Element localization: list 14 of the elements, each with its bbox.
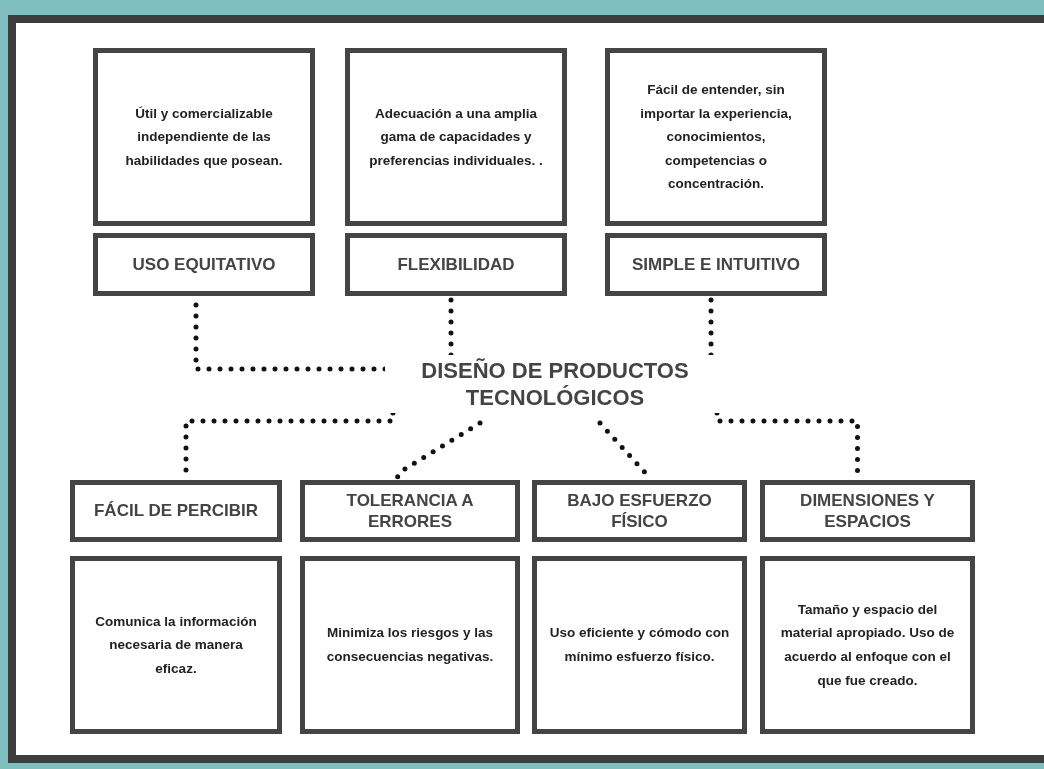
description-box: Fácil de entender, sin importar la experiencia, conocimientos, competencias o concentración. (605, 48, 827, 226)
description-box: Tamaño y espacio del material apropiado. Uso de acuerdo al enfoque con el que fue creado. (760, 556, 975, 734)
description-box: Comunica la información necesaria de manera eficaz. (70, 556, 282, 734)
principle-box: TOLERANCIA A ERRORES (300, 480, 520, 542)
description-box: Útil y comercializable independiente de las habilidades que posean. (93, 48, 315, 226)
principle-box: SIMPLE E INTUITIVO (605, 233, 827, 296)
principle-box: FLEXIBILIDAD (345, 233, 567, 296)
principle-box: USO EQUITATIVO (93, 233, 315, 296)
description-box: Minimiza los riesgos y las consecuencias negativas. (300, 556, 520, 734)
principle-box: FÁCIL DE PERCIBIR (70, 480, 282, 542)
principle-box: DIMENSIONES Y ESPACIOS (760, 480, 975, 542)
description-box: Uso eficiente y cómodo con mínimo esfuerzo físico. (532, 556, 747, 734)
description-box: Adecuación a una amplia gama de capacidades y preferencias individuales. . (345, 48, 567, 226)
principle-box: BAJO ESFUERZO FÍSICO (532, 480, 747, 542)
